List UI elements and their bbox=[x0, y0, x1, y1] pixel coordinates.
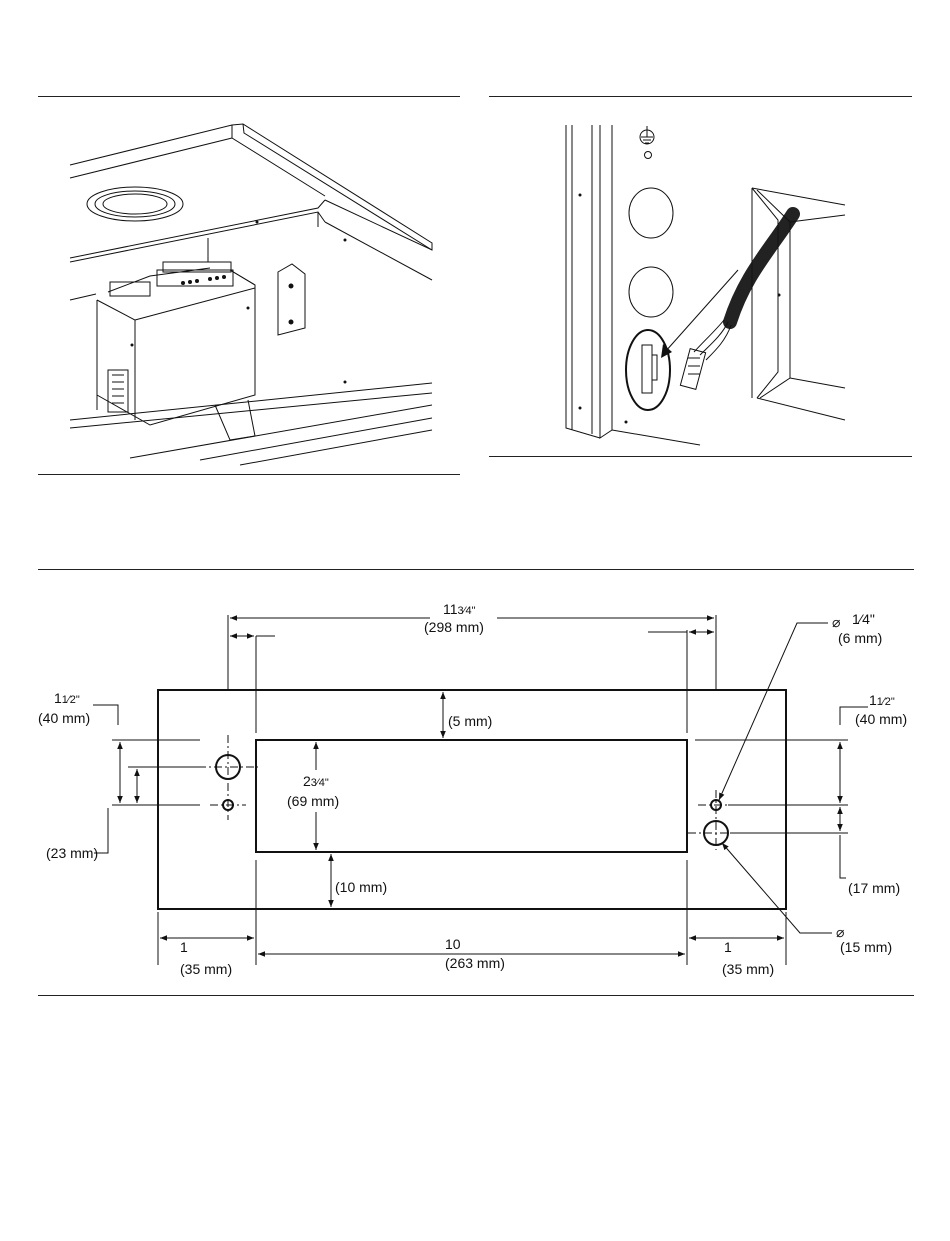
svg-text:(23 mm): (23 mm) bbox=[46, 845, 98, 861]
svg-text:(17 mm): (17 mm) bbox=[848, 880, 900, 896]
svg-text:1⁄4": 1⁄4" bbox=[852, 611, 875, 627]
svg-text:(10 mm): (10 mm) bbox=[335, 879, 387, 895]
svg-text:23⁄4": 23⁄4" bbox=[303, 773, 329, 789]
svg-text:(69 mm): (69 mm) bbox=[287, 793, 339, 809]
svg-text:⌀: ⌀ bbox=[836, 924, 844, 940]
svg-text:1: 1 bbox=[180, 939, 188, 955]
control-module-illustration bbox=[38, 110, 460, 470]
svg-text:(6 mm): (6 mm) bbox=[838, 630, 882, 646]
svg-text:(35 mm): (35 mm) bbox=[722, 961, 774, 977]
svg-text:11⁄2": 11⁄2" bbox=[869, 692, 895, 708]
svg-text:(40 mm): (40 mm) bbox=[855, 711, 907, 727]
svg-text:(35 mm): (35 mm) bbox=[180, 961, 232, 977]
rule-top-dimension bbox=[38, 569, 914, 570]
svg-text:(263 mm): (263 mm) bbox=[445, 955, 505, 971]
cutout-dimension-drawing: 113⁄4" (298 mm) 11⁄2" (40 mm) (23 mm) (5… bbox=[0, 575, 950, 990]
svg-text:(40 mm): (40 mm) bbox=[38, 710, 90, 726]
rule-bottom-left bbox=[38, 474, 460, 475]
rule-top-right bbox=[489, 96, 912, 97]
rule-bottom-dimension bbox=[38, 995, 914, 996]
rule-bottom-right bbox=[489, 456, 912, 457]
top-width-label: 113⁄4" bbox=[443, 601, 476, 617]
svg-text:⌀: ⌀ bbox=[832, 614, 840, 630]
wiring-connector-illustration bbox=[489, 110, 912, 450]
top-width-mm: (298 mm) bbox=[424, 619, 484, 635]
svg-text:1: 1 bbox=[724, 939, 732, 955]
svg-text:(5 mm): (5 mm) bbox=[448, 713, 492, 729]
svg-text:(15 mm): (15 mm) bbox=[840, 939, 892, 955]
rule-top-left bbox=[38, 96, 460, 97]
svg-text:11⁄2": 11⁄2" bbox=[54, 690, 80, 706]
svg-text:10: 10 bbox=[445, 936, 461, 952]
